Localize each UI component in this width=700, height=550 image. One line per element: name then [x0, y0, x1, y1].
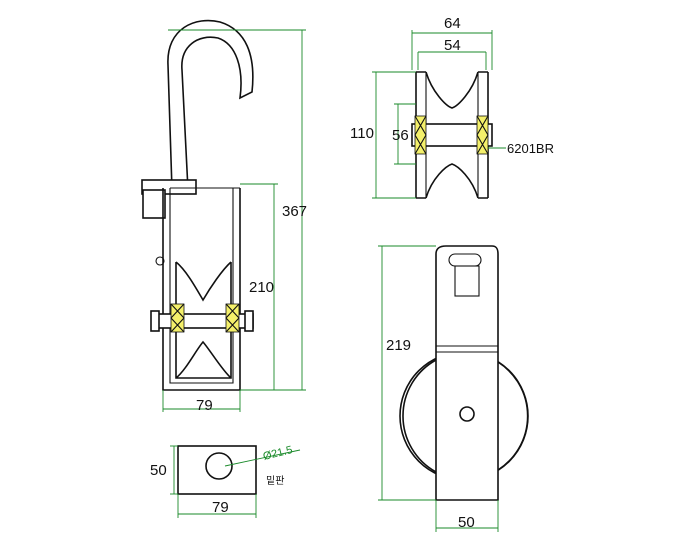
bearing-right: [225, 303, 240, 333]
dim-50-plate-label: 50: [150, 462, 167, 479]
side-pin: [155, 256, 165, 266]
dim-79-side-label: 79: [196, 397, 213, 414]
dim-219-label: 219: [386, 337, 411, 354]
plate-hole: [205, 452, 233, 480]
dim-210-label: 210: [249, 279, 274, 296]
side-frame: [162, 188, 241, 391]
plate-name-label: 밑판: [266, 475, 284, 487]
dim-50-front-label: 50: [458, 514, 475, 531]
dim-56-label: 56: [392, 127, 409, 144]
bearing-left: [170, 303, 185, 333]
base-plate: [177, 445, 257, 495]
dim-367-label: 367: [282, 203, 307, 220]
dim-64-label: 64: [444, 15, 461, 32]
front-view: 219 50: [378, 245, 529, 532]
hanger-plate: [435, 245, 499, 501]
bearing-code-label: 6201BR: [507, 141, 554, 156]
hook: [167, 19, 254, 191]
plate-hole-label: Ø21.5: [262, 444, 294, 463]
bearing-top-left: [414, 115, 427, 155]
collar-plate: [142, 189, 166, 219]
axle-hole: [459, 406, 475, 422]
side-view: 367 210 79: [141, 19, 307, 414]
dim-79-plate-label: 79: [212, 499, 229, 516]
dim-54-label: 54: [444, 37, 461, 54]
bearing-top-right: [476, 115, 489, 155]
dim-110-label: 110: [350, 125, 374, 142]
base-plate-view: Ø21.5 밑판 50 79: [150, 444, 301, 518]
top-view: 64 54 110 56 6201BR: [350, 15, 554, 199]
